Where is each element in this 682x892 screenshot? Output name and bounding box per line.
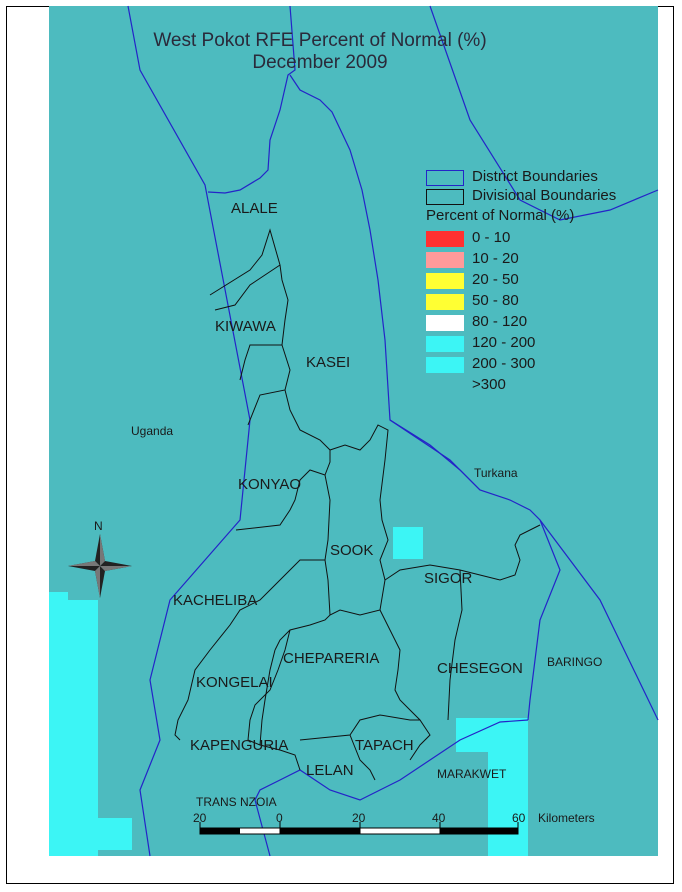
legend-class-swatch	[426, 315, 464, 331]
scale-tick-label: 60	[512, 811, 526, 825]
legend-class-label: 50 - 80	[472, 292, 519, 309]
divisional-boundaries	[174, 228, 541, 781]
legend-class-swatch	[426, 357, 464, 373]
division-label-chepareria: CHEPARERIA	[283, 650, 380, 667]
neighbor-label-baringo: BARINGO	[547, 655, 603, 669]
division-label-kasei: KASEI	[306, 354, 351, 371]
legend-class-swatch	[426, 273, 464, 289]
legend-class-label: 200 - 300	[472, 355, 536, 372]
scale-unit-label: Kilometers	[538, 811, 595, 825]
division-label-konyao: KONYAO	[238, 476, 302, 493]
division-label-sook: SOOK	[330, 542, 374, 559]
division-label-chesegon: CHESEGON	[437, 660, 523, 677]
legend-class-label: 80 - 120	[472, 313, 528, 330]
legend-district-label: District Boundaries	[472, 168, 598, 185]
legend-district-swatch	[426, 170, 464, 186]
legend-heading: Percent of Normal (%)	[426, 207, 575, 224]
scale-tick-label: 20	[352, 811, 366, 825]
legend-class-swatch	[426, 336, 464, 352]
north-arrow-label: N	[94, 519, 103, 533]
map-title: West Pokot RFE Percent of Normal (%)	[153, 30, 487, 51]
legend-division-label: Divisional Boundaries	[472, 187, 617, 204]
legend-division-swatch	[426, 189, 464, 205]
neighbor-label-turkana: Turkana	[474, 466, 518, 480]
division-label-sigor: SIGOR	[424, 570, 473, 587]
division-label-lelan: LELAN	[306, 762, 354, 779]
division-label-kacheliba: KACHELIBA	[173, 592, 258, 609]
scale-tick-label: 0	[276, 811, 283, 825]
highlight-cells	[49, 527, 528, 856]
scale-tick-label: 40	[432, 811, 446, 825]
scale-bar	[199, 822, 519, 835]
neighbor-label-marakwet: MARAKWET	[437, 767, 507, 781]
division-label-kiwawa: KIWAWA	[215, 318, 276, 335]
map-subtitle: December 2009	[252, 52, 388, 73]
neighbor-label-uganda: Uganda	[131, 424, 174, 438]
legend-class-label: >300	[472, 376, 506, 393]
legend-class-label: 0 - 10	[472, 229, 511, 246]
division-label-tapach: TAPACH	[355, 737, 414, 754]
neighbor-label-trans-nzoia: TRANS NZOIA	[196, 795, 277, 809]
division-label-kongelai: KONGELAI	[196, 674, 273, 691]
legend-class-label: 20 - 50	[472, 271, 519, 288]
legend-class-swatch	[426, 252, 464, 268]
legend-class-swatch	[426, 294, 464, 310]
district-boundaries	[127, 5, 659, 857]
legend-class-label: 10 - 20	[472, 250, 519, 267]
division-label-alale: ALALE	[231, 200, 278, 217]
scale-tick-label: 20	[193, 811, 207, 825]
division-label-kapenguria: KAPENGURIA	[190, 737, 289, 754]
map-background	[49, 6, 658, 856]
legend-class-swatch	[426, 231, 464, 247]
compass-icon	[68, 534, 132, 598]
legend-class-label: 120 - 200	[472, 334, 536, 351]
